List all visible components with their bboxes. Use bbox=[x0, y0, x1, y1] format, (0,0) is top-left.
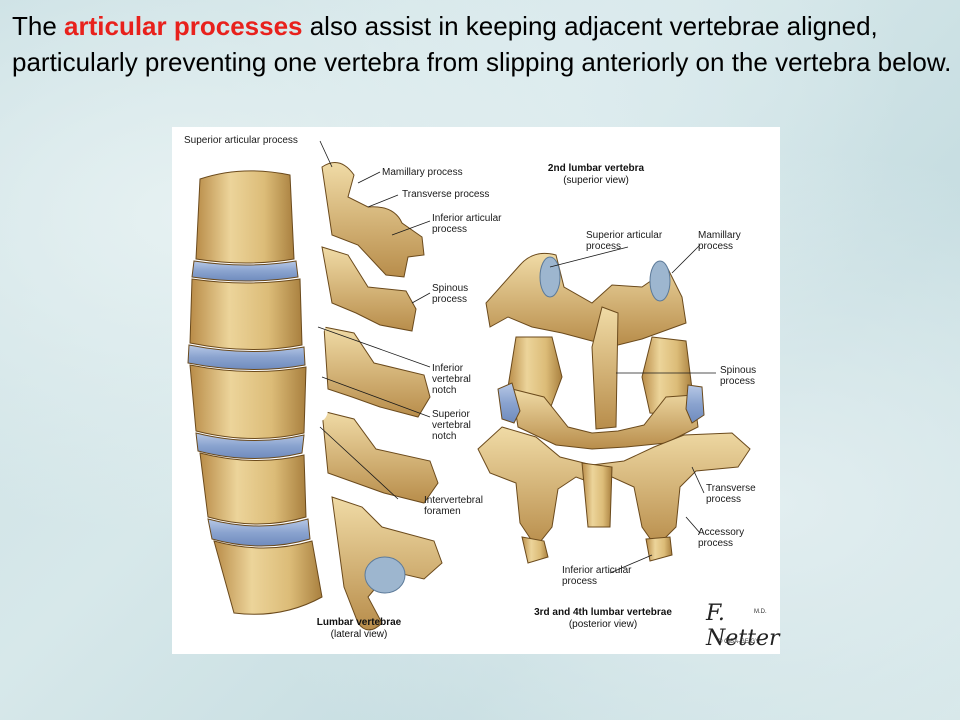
label-transverse-process-posterior: Transverse process bbox=[706, 483, 756, 505]
label-mamillary-process-lateral: Mamillary process bbox=[382, 167, 463, 178]
title-posterior-view-main: 3rd and 4th lumbar vertebrae bbox=[534, 607, 672, 618]
caption-suffix: also assist in keeping adjacent vertebra… bbox=[12, 11, 952, 77]
slide-caption: The articular processes also assist in k… bbox=[12, 8, 952, 80]
leader-lines bbox=[317, 140, 716, 574]
netter-signature: F. Netter bbox=[706, 601, 780, 651]
label-inferior-vertebral-notch: Inferior vertebral notch bbox=[432, 363, 471, 396]
copyright-notice: © CIBA-GEIGY bbox=[718, 639, 760, 645]
label-mamillary-process-posterior: Mamillary process bbox=[698, 230, 741, 252]
label-inferior-articular-process-lateral: Inferior articular process bbox=[432, 213, 502, 235]
vertebrae-drawing bbox=[187, 140, 751, 631]
label-superior-articular-process-lateral: Superior articular process bbox=[184, 135, 298, 146]
title-superior-view-main: 2nd lumbar vertebra bbox=[547, 163, 645, 174]
posterior-view bbox=[477, 252, 751, 564]
signature-degree: M.D. bbox=[754, 609, 767, 615]
lateral-view bbox=[187, 162, 443, 631]
label-spinous-process-lateral: Spinous process bbox=[432, 283, 469, 305]
title-superior-view: 2nd lumbar vertebra (superior view) bbox=[546, 163, 646, 187]
label-intervertebral-foramen: Intervertebral foramen bbox=[424, 495, 483, 517]
caption-highlight: articular processes bbox=[64, 11, 303, 41]
title-posterior-view-sub: (posterior view) bbox=[568, 619, 638, 630]
anatomy-illustration: Superior articular process Mamillary pro… bbox=[172, 127, 780, 654]
label-spinous-process-posterior: Spinous process bbox=[720, 365, 757, 387]
label-superior-vertebral-notch: Superior vertebral notch bbox=[432, 409, 471, 442]
title-lateral-view: Lumbar vertebrae (lateral view) bbox=[304, 617, 414, 641]
label-superior-articular-process-posterior: Superior articular process bbox=[586, 230, 663, 252]
label-transverse-process-lateral: Transverse process bbox=[402, 189, 490, 200]
title-superior-view-sub: (superior view) bbox=[563, 175, 629, 186]
title-lateral-view-main: Lumbar vertebrae bbox=[316, 617, 402, 628]
label-accessory-process: Accessory process bbox=[698, 527, 745, 549]
label-inferior-articular-process-posterior: Inferior articular process bbox=[562, 565, 632, 587]
title-lateral-view-sub: (lateral view) bbox=[330, 629, 388, 640]
caption-prefix: The bbox=[12, 11, 65, 41]
title-posterior-view: 3rd and 4th lumbar vertebrae (posterior … bbox=[518, 607, 688, 631]
